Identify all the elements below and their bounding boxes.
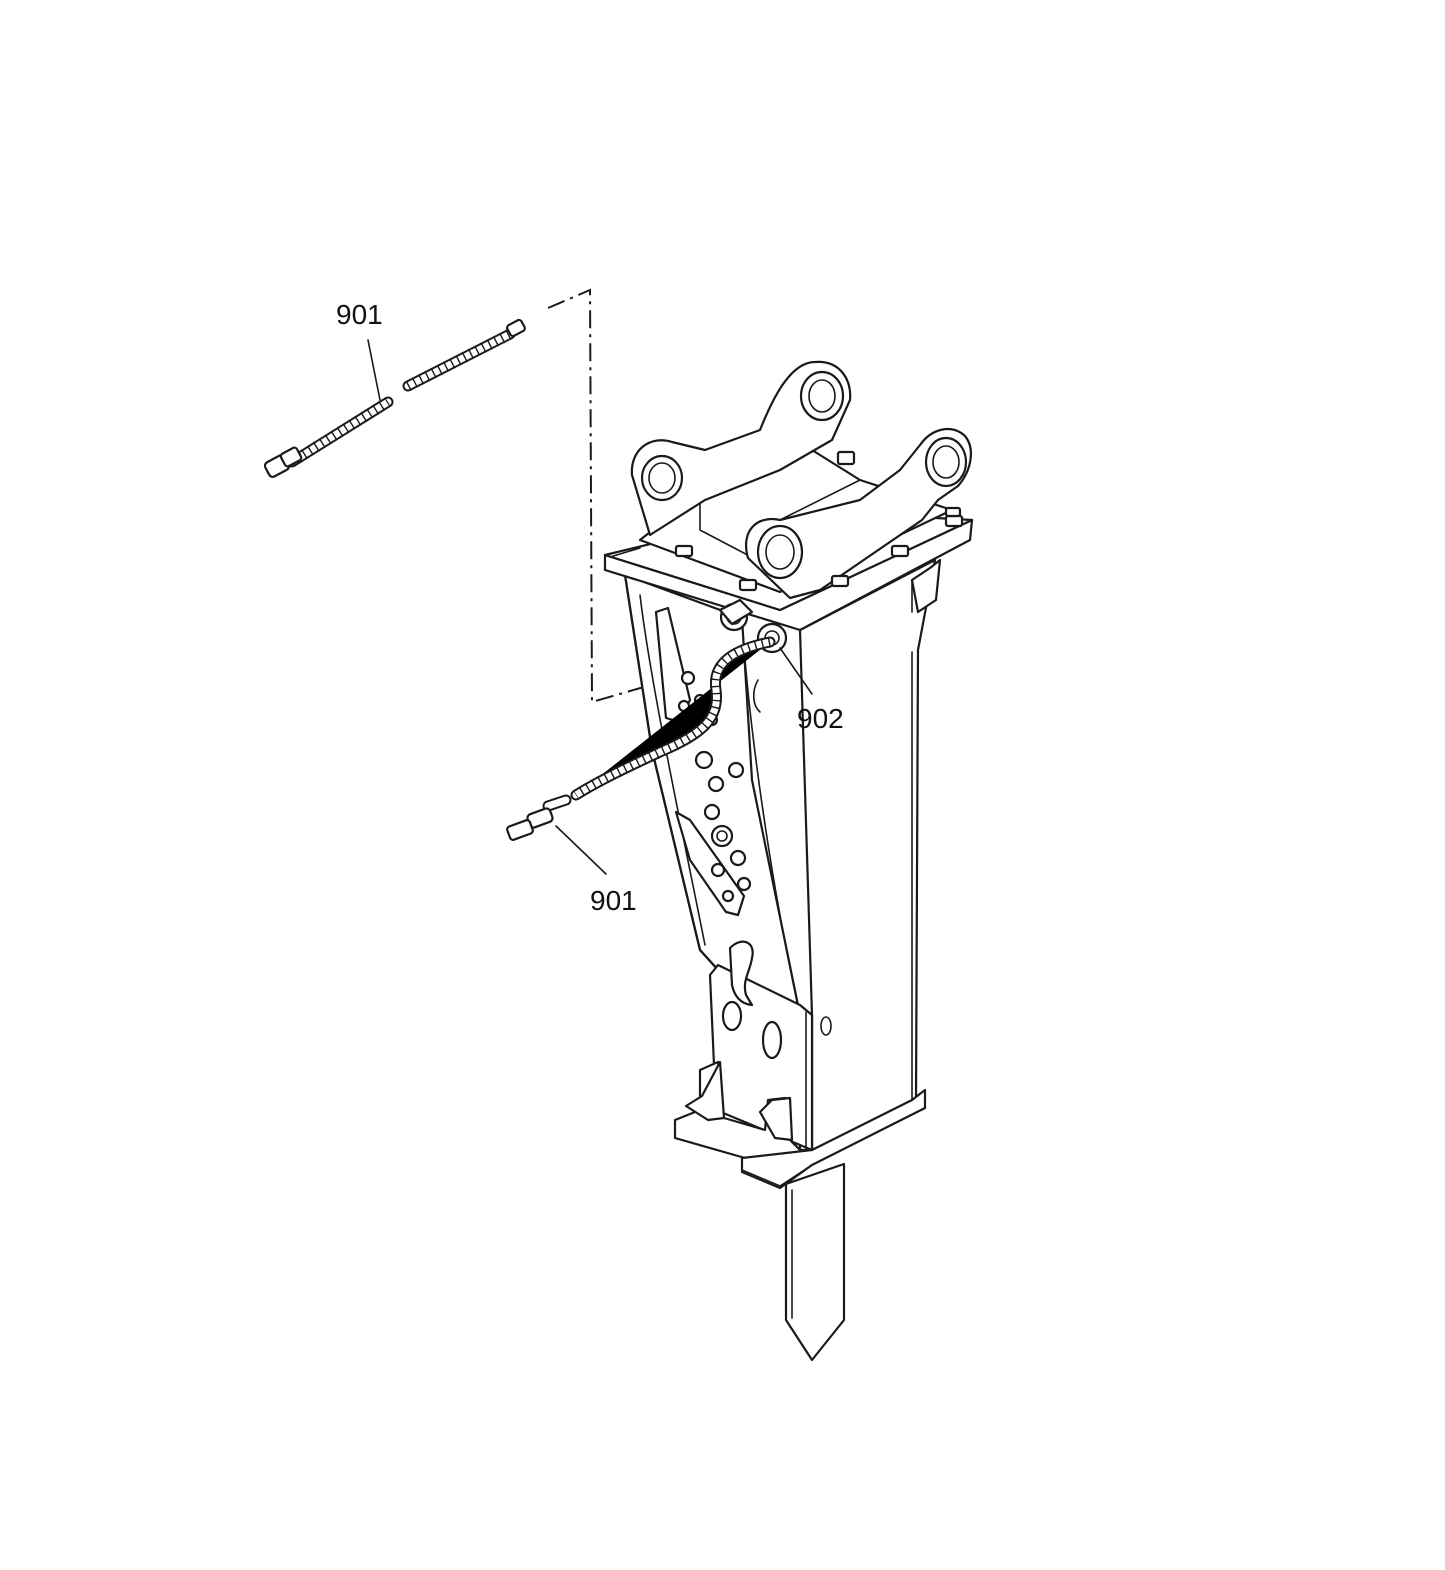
panel-slots [654, 606, 783, 1060]
hose-fitting-902 [718, 598, 788, 654]
assembly-leader-line [547, 288, 669, 704]
chisel-tool [784, 1162, 846, 1362]
callout-901-lower: 901 [590, 885, 637, 916]
top-frame [603, 360, 974, 632]
callout-901-upper: 901 [336, 299, 383, 330]
callout-902: 902 [797, 703, 844, 734]
installed-hose [576, 642, 770, 795]
hose-901-lower [506, 794, 572, 841]
bottom-base [673, 1060, 927, 1190]
callout-leaders [367, 339, 813, 875]
hose-901-upper [263, 318, 526, 478]
